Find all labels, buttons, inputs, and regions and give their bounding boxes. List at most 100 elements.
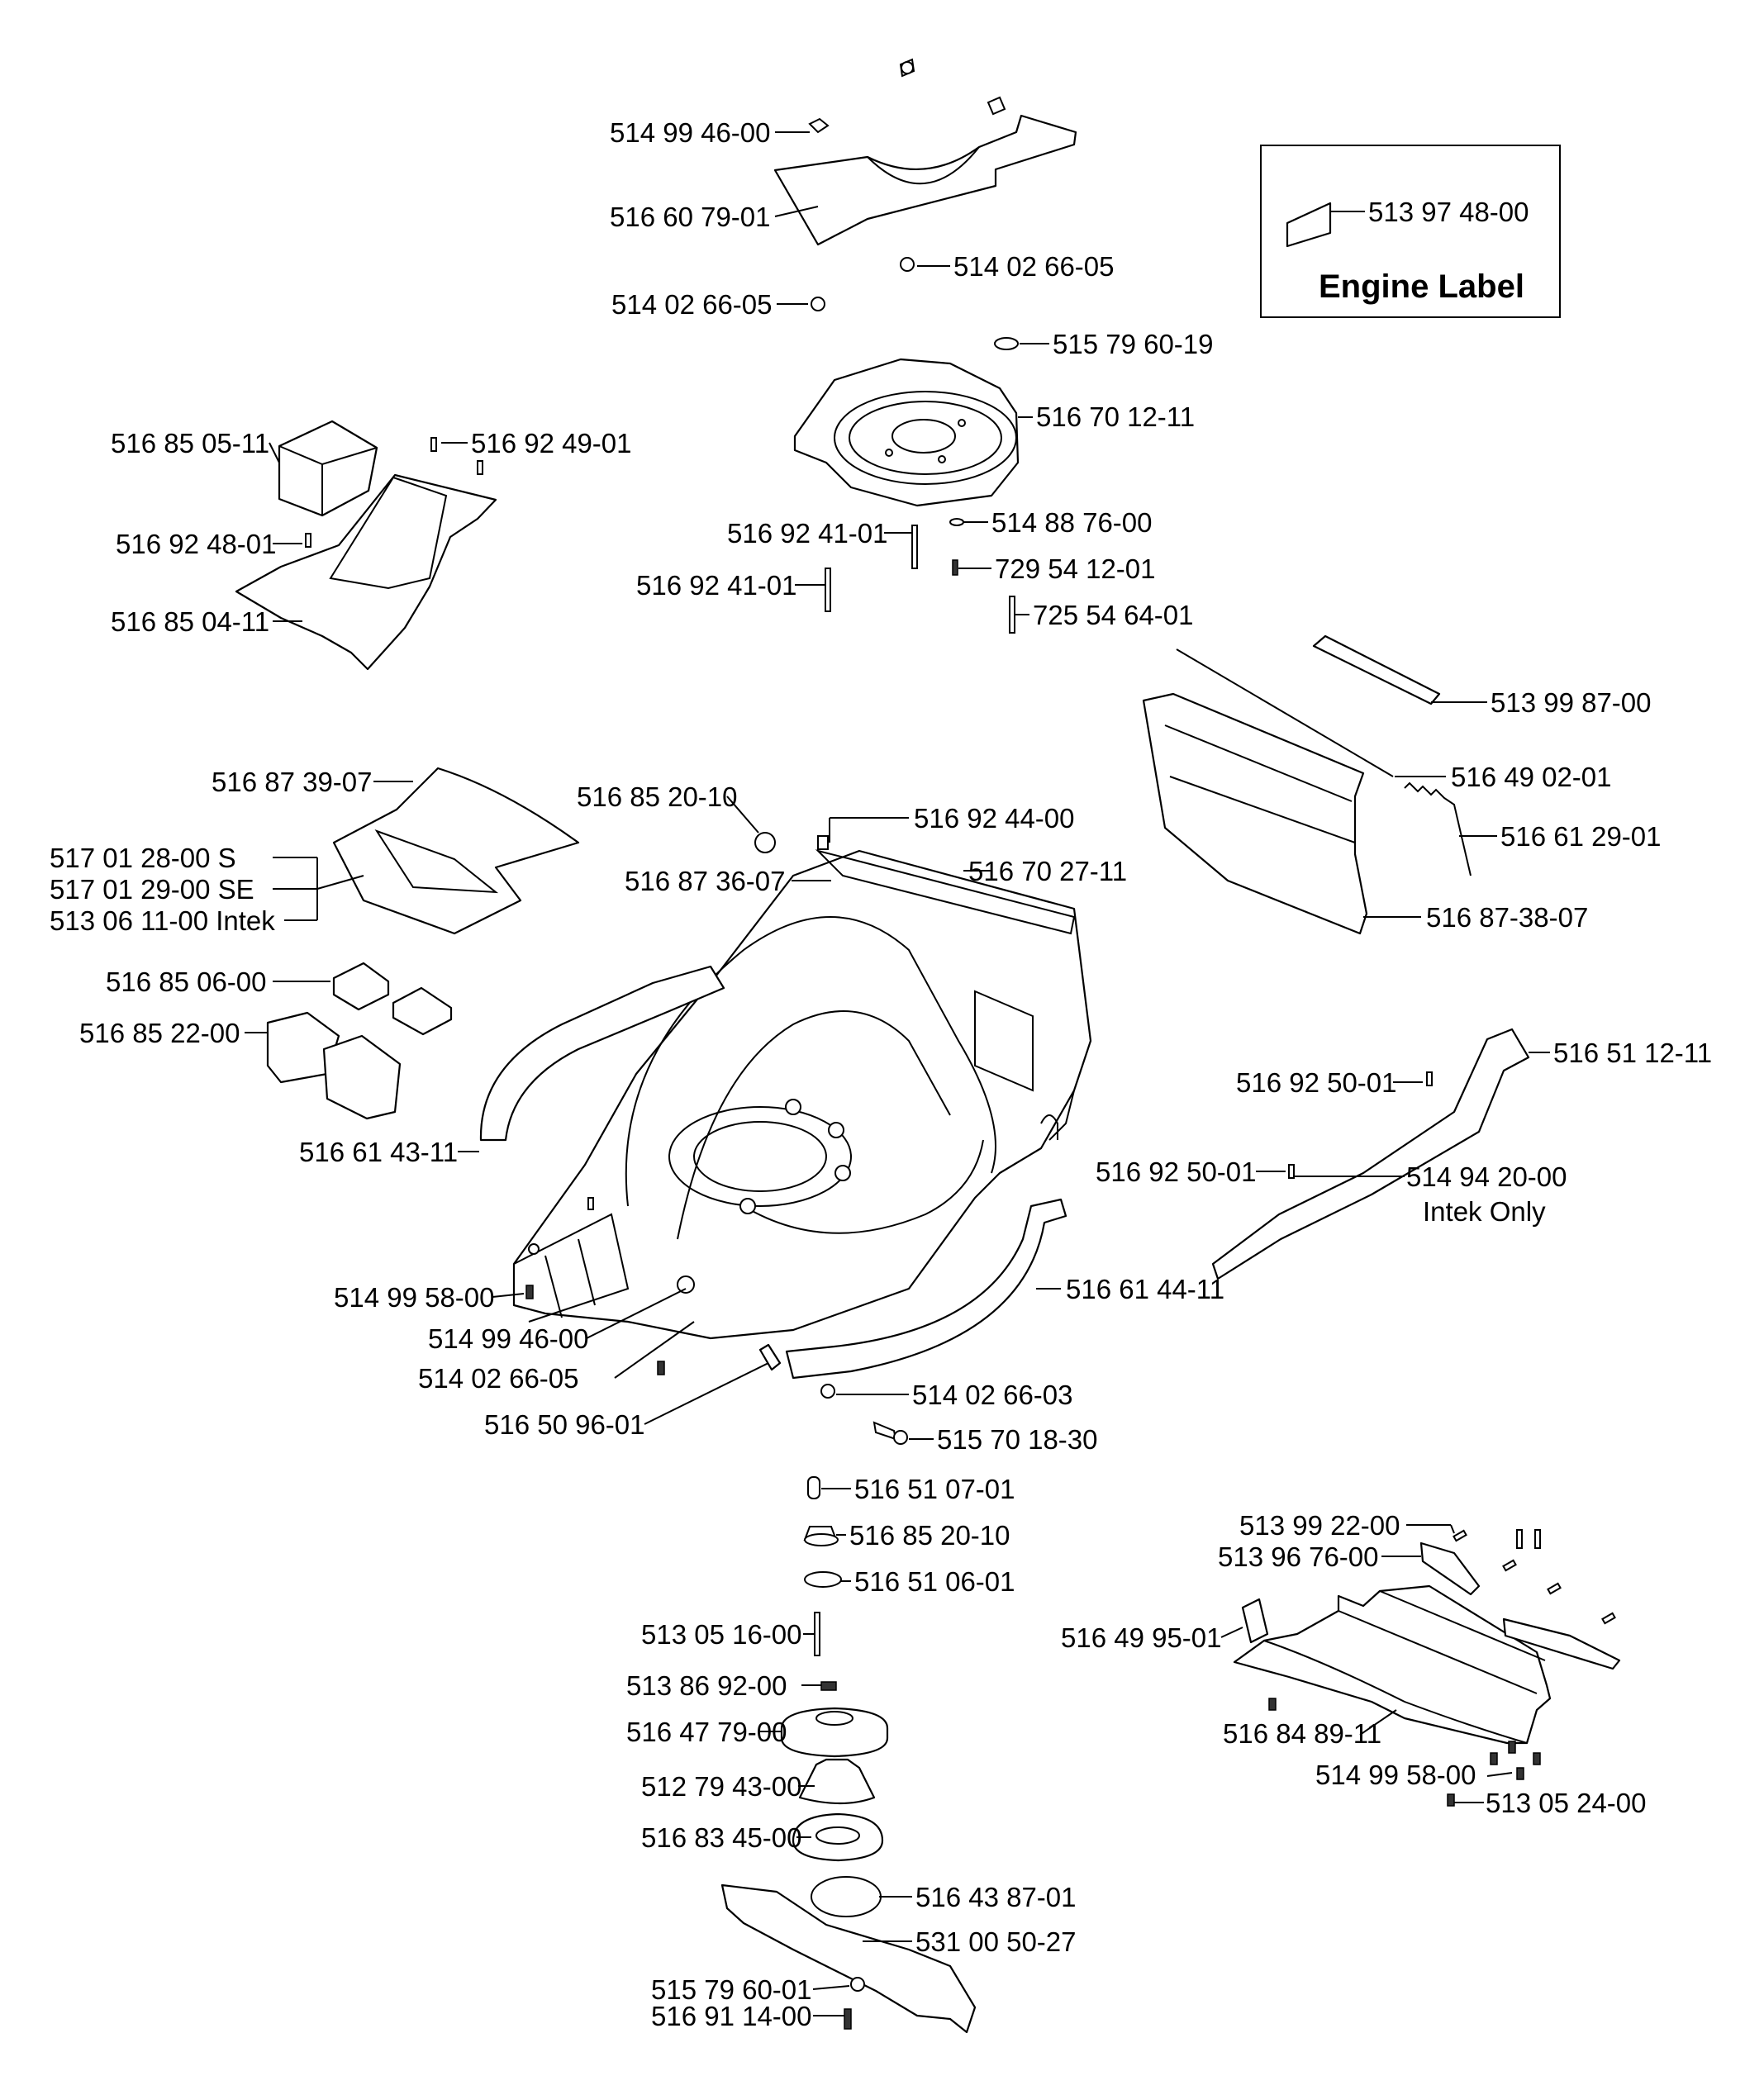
label-strip: 513 99 87-00 [1491,687,1652,718]
screw-e-icon [1426,1071,1433,1086]
label-plug: 516 85 20-10 [577,781,738,812]
label-pin: 516 50 96-01 [484,1409,645,1440]
plug-icon [754,832,776,853]
label-washer-g: 516 51 06-01 [854,1566,1015,1597]
bolt-c-icon [872,1421,897,1441]
front-handle-group: 516 61 44-11 514 02 66-03 515 70 18-30 [785,1198,1224,1455]
washer-f-icon [820,1384,835,1399]
label-key: 513 86 92-00 [626,1670,787,1701]
label-pulley: 516 47 79-00 [626,1717,787,1747]
label-disc: 516 43 87-01 [915,1882,1077,1912]
screw-d-icon [305,533,311,548]
washer-c-icon [994,337,1019,350]
label-kit-se: 517 01 29-00 SE [50,874,254,905]
chute-group: 513 99 22-00 513 96 76-00 516 49 95-01 5… [1061,1510,1647,1818]
left-cover-group: 516 85 05-11 516 92 49-01 516 92 48-01 5… [111,420,632,671]
label-clip: 516 92 44-00 [914,803,1075,834]
handle-l-icon [479,965,725,1142]
blade-icon [720,1883,977,2034]
chute-icon [1233,1584,1552,1745]
label-handle-front: 516 61 44-11 [1066,1274,1224,1304]
label-kit-intek: 513 06 11-00 Intek [50,905,275,936]
spacer-icon [807,1476,820,1499]
nut-right-icon [987,96,1006,116]
pulley-icon [780,1707,889,1758]
label-spring: 516 61 29-01 [1500,821,1662,852]
label-spacer: 516 51 07-01 [854,1474,1015,1504]
label-hub: 512 79 43-00 [641,1771,802,1802]
adapter-icon [792,1812,884,1862]
washer-d-icon [949,518,964,526]
label-rear-flap: 516 87 39-07 [212,767,373,797]
label-screw-a: 729 54 12-01 [995,553,1156,584]
label-engine-label-part: 513 97 48-00 [1368,197,1529,227]
label-deck: 516 87 36-07 [625,866,786,896]
disc-icon [811,1876,882,1917]
strip-icon [1312,634,1441,705]
plate-top-icon [773,114,1077,246]
screw-g-icon [525,1285,534,1299]
cover-box-icon [278,420,378,517]
washer-g-icon [804,1571,842,1588]
bowl-group: 516 70 12-11 516 92 41-01 516 92 41-01 5… [636,358,1195,634]
label-washer-d: 514 88 76-00 [991,507,1153,538]
label-block-a: 516 85 06-00 [106,967,267,997]
label-bolt-b: 516 92 41-01 [636,570,797,601]
label-plug-b: 516 85 20-10 [849,1520,1010,1551]
label-plate-b: 513 96 76-00 [1218,1541,1379,1572]
label-screw-h: 513 99 22-00 [1239,1510,1400,1541]
engine-label-title: Engine Label [1319,268,1524,305]
washer-b-icon [811,297,825,311]
label-washer-a: 514 02 66-05 [953,251,1115,282]
screw-a-icon [952,559,958,576]
label-screw-c: 516 92 49-01 [471,428,632,458]
label-cover-plate: 516 85 04-11 [111,606,269,637]
rear-flap-icon [332,767,580,935]
label-kit-s: 517 01 28-00 S [50,843,236,873]
label-washer-b: 514 02 66-05 [611,289,773,320]
label-adapter: 516 83 45-00 [641,1822,802,1853]
screw-b-icon [1009,596,1015,634]
label-washer-e: 514 02 66-05 [418,1363,579,1394]
spring-icon [1404,781,1472,876]
screw-j-icon [1447,1793,1455,1807]
key-icon [820,1681,837,1691]
bracket-icon [1241,1598,1269,1644]
hub-icon [798,1758,876,1805]
label-bolt-e: 516 91 14-00 [651,2001,812,2031]
label-screw-b: 725 54 64-01 [1033,600,1194,630]
guard-group: 513 99 87-00 516 49 02-01 516 61 29-01 5… [1142,634,1662,935]
label-nut-top: 514 99 46-00 [610,117,771,148]
blade-stack-group: 516 51 07-01 516 85 20-10 516 51 06-01 5… [626,1474,1077,2034]
label-cover-box: 516 85 05-11 [111,428,269,458]
right-handle-group: 516 51 12-11 516 92 50-01 516 92 50-01 5… [1096,1028,1712,1280]
cover-plate-icon [235,473,497,671]
screw-c-icon [430,437,437,452]
label-bolt-c: 515 70 18-30 [937,1424,1098,1455]
nut-icon [808,117,830,134]
blocks-group: 516 85 06-00 516 85 22-00 [79,962,453,1120]
handle-front-icon [785,1198,1067,1380]
label-bracket: 516 49 95-01 [1061,1622,1222,1653]
label-washer-h: 515 79 60-01 [651,1974,812,2005]
block-a-icon [332,962,390,1011]
label-bolt-d: 513 05 16-00 [641,1619,802,1650]
nut-top-ring-icon [901,61,914,74]
label-rod: 516 49 02-01 [1451,762,1612,792]
label-block-b: 516 85 22-00 [79,1018,240,1048]
screw-i-icon [1490,1752,1498,1765]
bolt-a-icon [911,525,918,569]
deck-group: 516 85 20-10 516 92 44-00 516 87 36-07 5… [299,781,1127,1440]
handle-r-icon [1211,1028,1530,1280]
label-handle-l: 516 61 43-11 [299,1137,458,1167]
label-blade: 531 00 50-27 [915,1926,1077,1957]
pivot-icon [677,1275,695,1294]
label-washer-c: 515 79 60-19 [1053,329,1214,359]
label-screw-i: 514 99 58-00 [1315,1760,1476,1790]
clip-icon [817,835,829,850]
label-screw-d: 516 92 48-01 [116,529,277,559]
label-guard: 516 87-38-07 [1426,902,1588,933]
washer-a-icon [900,257,915,272]
bolt-e-icon [844,2008,852,2030]
screw-h-icon [1453,1529,1467,1542]
